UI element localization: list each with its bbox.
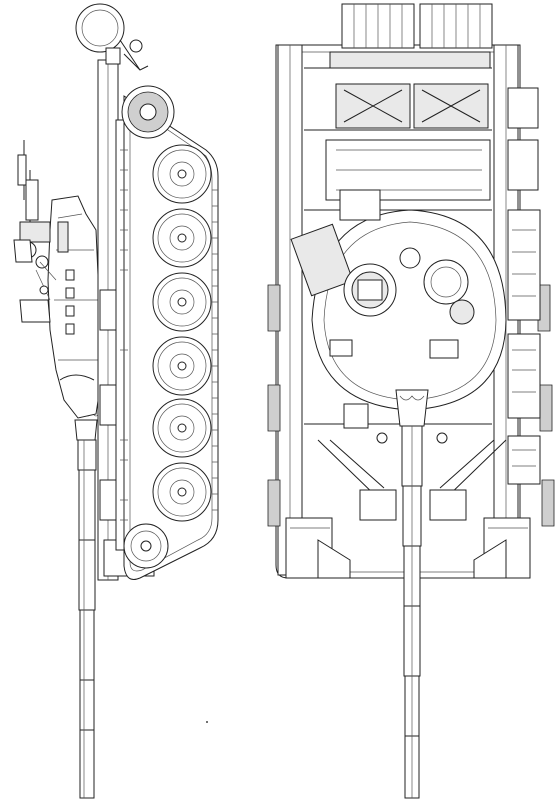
side-turret — [48, 196, 100, 418]
top-fuel-drum-right — [420, 4, 492, 48]
road-wheel — [153, 463, 211, 521]
top-right-stowage — [508, 88, 540, 484]
stray-dot — [206, 721, 208, 723]
road-wheel — [153, 145, 211, 203]
top-gun-barrel — [396, 390, 428, 798]
road-wheel — [153, 273, 211, 331]
top-periscopes — [330, 340, 458, 358]
top-engine-grilles — [326, 84, 490, 200]
side-sprocket — [122, 86, 174, 138]
top-glacis — [318, 404, 506, 520]
side-gun-barrel — [75, 412, 100, 798]
top-left-track — [268, 45, 332, 578]
top-front-fenders — [318, 540, 506, 578]
top-loader-hatch — [400, 248, 474, 324]
road-wheel — [153, 399, 211, 457]
side-idler-wheel — [124, 524, 168, 568]
side-machine-gun — [14, 140, 56, 322]
side-fuel-drum — [76, 4, 148, 70]
side-road-wheels — [153, 145, 211, 521]
side-view — [14, 4, 218, 798]
top-view — [268, 4, 554, 798]
road-wheel — [153, 337, 211, 395]
top-fuel-drum-left — [342, 4, 414, 48]
top-commander-hatch — [344, 264, 396, 316]
top-turret — [291, 190, 506, 410]
road-wheel — [153, 209, 211, 267]
